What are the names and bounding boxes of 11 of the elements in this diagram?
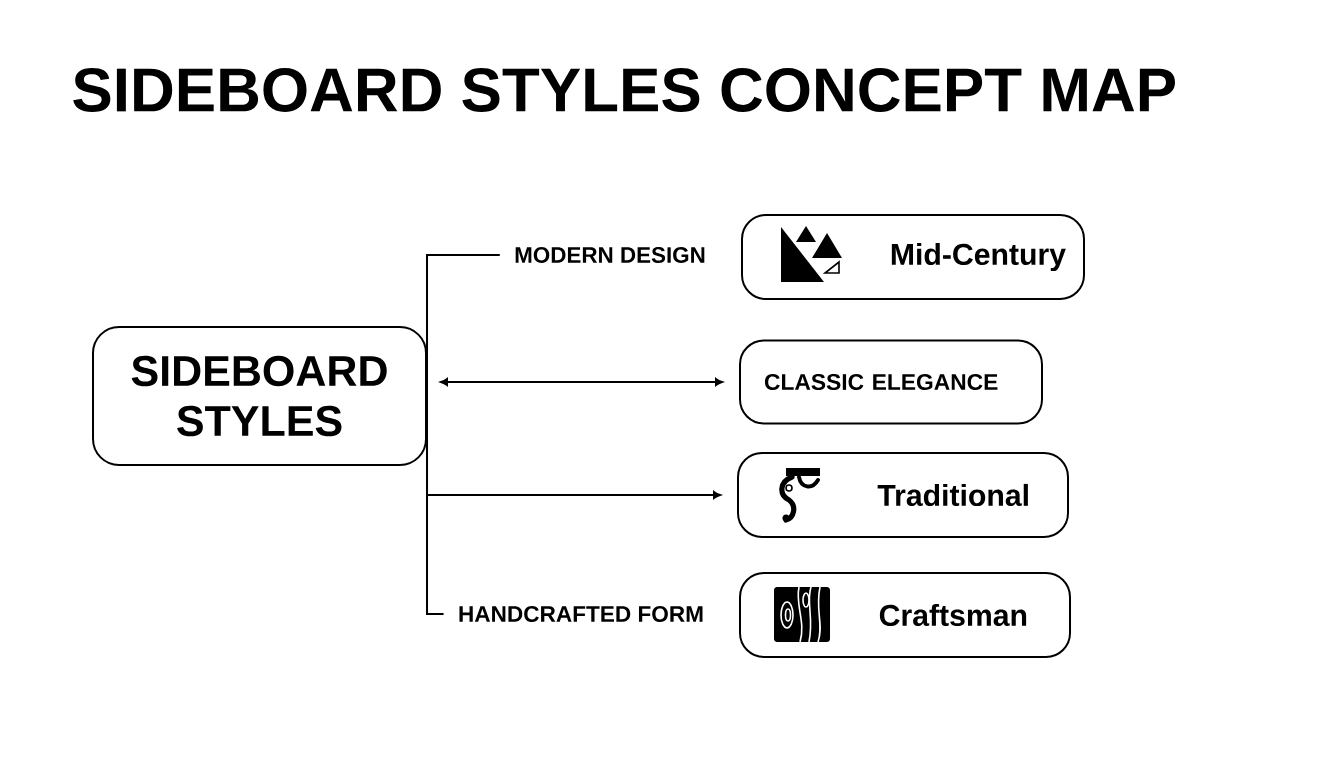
- style-box: Traditional: [737, 452, 1069, 538]
- style-box: CLASSIC ELEGANCE: [739, 339, 1043, 425]
- connector-line: [426, 395, 445, 615]
- topic-box: SIDEBOARD STYLES: [92, 326, 427, 466]
- style-box: Craftsman: [739, 572, 1071, 658]
- branch-label: MODERN DESIGN: [515, 247, 705, 263]
- style-box: Mid-Century: [741, 214, 1085, 300]
- double-arrow: [440, 378, 723, 386]
- branch-label: HANDCRAFTED FORM: [459, 606, 703, 622]
- title: SIDEBOARD STYLES CONCEPT MAP: [73, 68, 1175, 112]
- connector-line: [426, 254, 501, 397]
